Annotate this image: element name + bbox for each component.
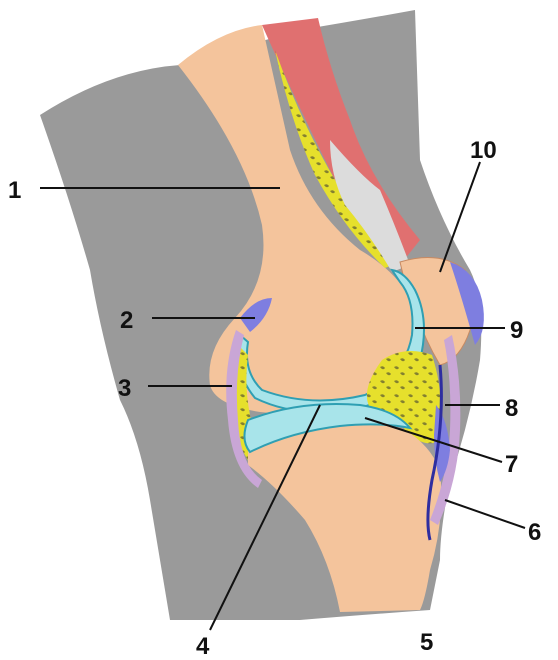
label-8: 8	[505, 395, 518, 422]
label-10: 10	[470, 137, 497, 164]
label-9: 9	[510, 317, 523, 344]
label-4: 4	[196, 633, 210, 660]
leader-6	[445, 500, 525, 528]
label-1: 1	[8, 177, 21, 204]
label-5: 5	[420, 629, 433, 656]
label-3: 3	[118, 375, 131, 402]
label-6: 6	[528, 519, 541, 546]
label-2: 2	[120, 307, 133, 334]
label-7: 7	[505, 451, 518, 478]
